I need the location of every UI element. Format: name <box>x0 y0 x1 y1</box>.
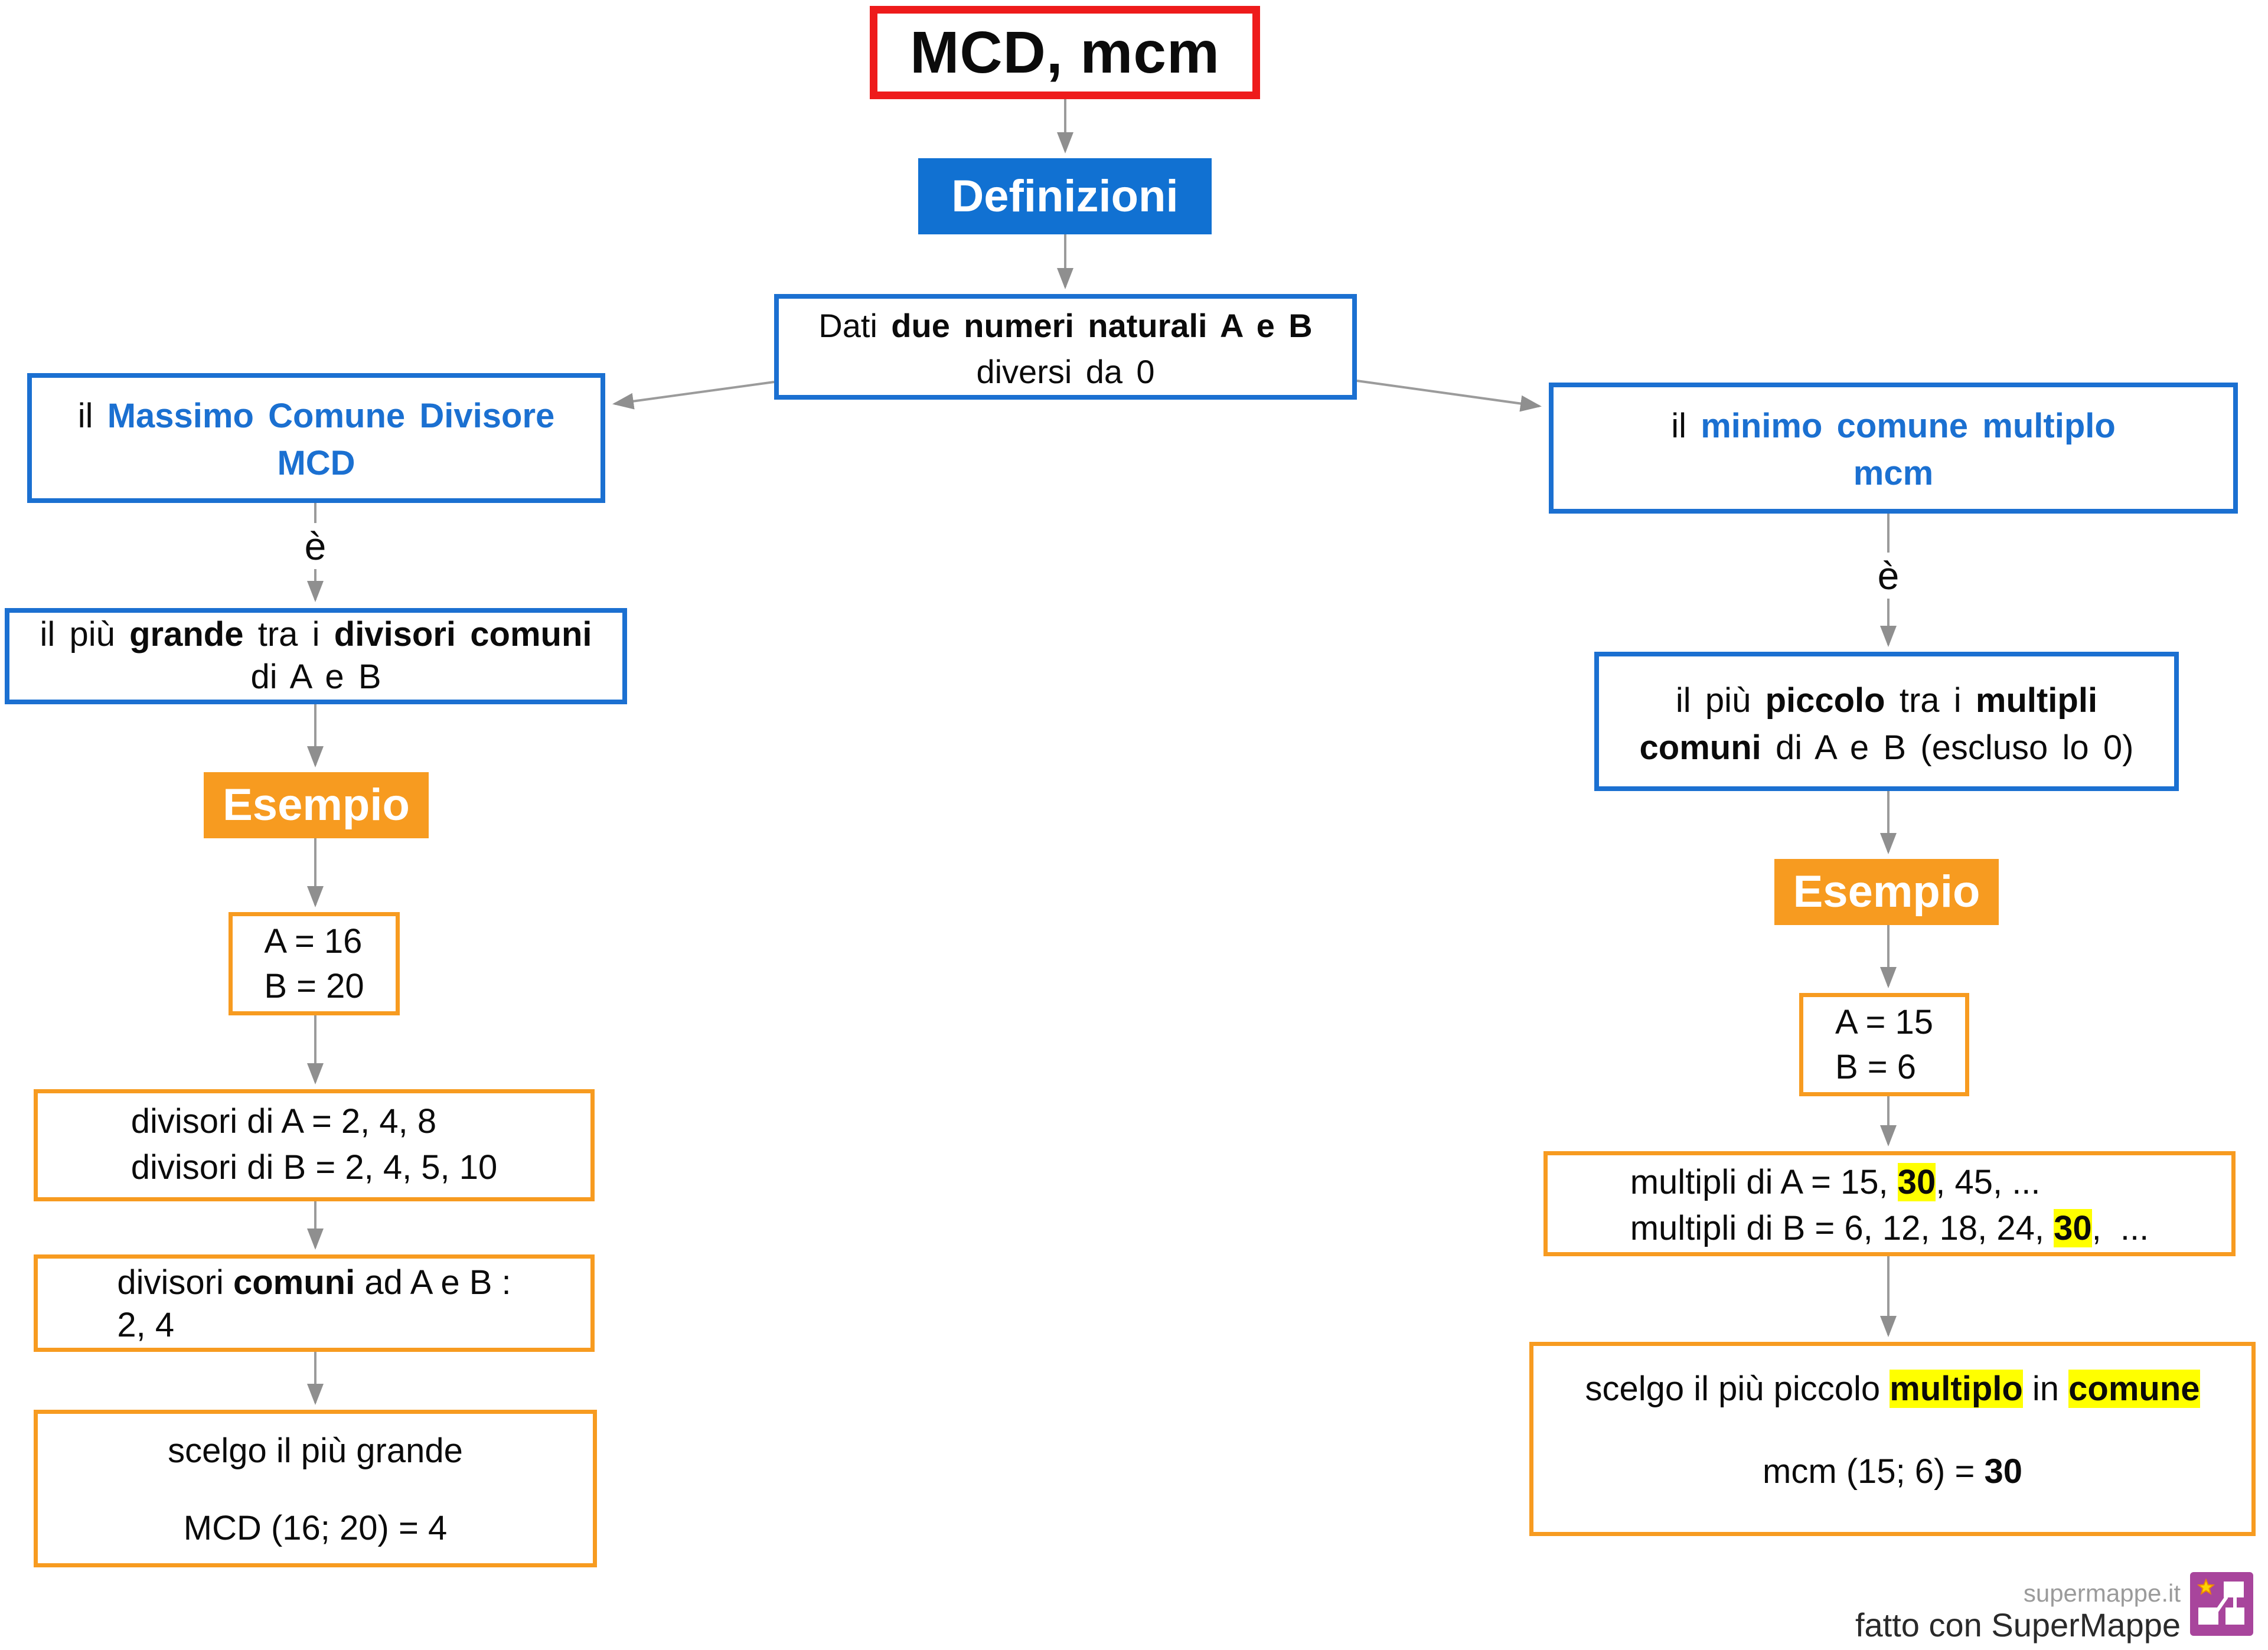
lcm-value-a: A = 15 <box>1835 1003 1934 1041</box>
lcm-example-badge: Esempio <box>1774 859 1999 925</box>
mcd-definition-line1: il più grande tra i divisori comuni <box>40 615 592 654</box>
mcd-result-box: scelgo il più grande MCD (16; 20) = 4 <box>34 1410 597 1567</box>
lcm-values-text: A = 15 B = 6 <box>1835 1000 1933 1090</box>
mcd-common-divisors-line2: 2, 4 <box>117 1306 175 1344</box>
lcm-concept-line1: il minimo comune multiplo <box>1671 407 2116 445</box>
lcm-result-line1: scelgo il più piccolo multiplo in comune <box>1585 1370 2200 1408</box>
mcd-result-line2: MCD (16; 20) = 4 <box>183 1509 448 1547</box>
mcd-example-badge: Esempio <box>204 772 429 838</box>
connector-label-e-right: è <box>1864 553 1913 599</box>
lcm-multiples-line1: multipli di A = 15, 30, 45, ... <box>1630 1163 2041 1201</box>
connector-label-e-left: è <box>291 523 340 569</box>
mcd-common-divisors-line1: divisori comuni ad A e B : <box>117 1263 511 1302</box>
lcm-definition-line1: il più piccolo tra i multipli <box>1675 681 2098 720</box>
supermappe-watermark: supermappe.it fatto con SuperMappe <box>1855 1580 2181 1644</box>
mcd-definition-box: il più grande tra i divisori comuni di A… <box>5 608 627 704</box>
mcd-values-box: A = 16 B = 20 <box>229 912 400 1015</box>
lcm-multiples-text: multipli di A = 15, 30, 45, ... multipli… <box>1630 1159 2149 1252</box>
definitions-badge-label: Definizioni <box>951 171 1179 221</box>
lcm-definition-line2: comuni di A e B (escluso lo 0) <box>1639 728 2134 767</box>
mcd-concept-line1: il Massimo Comune Divisore <box>77 397 555 435</box>
mcd-definition-line2: di A e B <box>250 658 381 696</box>
lcm-multiples-line2: multipli di B = 6, 12, 18, 24, 30, ... <box>1630 1209 2149 1247</box>
mcd-concept-box: il Massimo Comune Divisore MCD <box>27 373 605 503</box>
definitions-badge: Definizioni <box>918 158 1212 234</box>
supermappe-credit: fatto con SuperMappe <box>1855 1606 2181 1644</box>
lcm-result-line2: mcm (15; 6) = 30 <box>1763 1452 2022 1491</box>
mcd-divisors-line2: divisori di B = 2, 4, 5, 10 <box>130 1148 498 1187</box>
star-icon <box>2197 1578 2215 1595</box>
mcd-divisors-line1: divisori di A = 2, 4, 8 <box>130 1102 437 1141</box>
lcm-concept-box: il minimo comune multiplo mcm <box>1549 383 2238 514</box>
mcd-value-a: A = 16 <box>264 922 363 960</box>
lcm-concept-line2: mcm <box>1853 454 1934 492</box>
root-statement-line2: diversi da 0 <box>976 353 1155 390</box>
lcm-value-b: B = 6 <box>1835 1048 1916 1086</box>
supermappe-logo-icon <box>2190 1572 2253 1636</box>
mcd-value-b: B = 20 <box>264 967 364 1005</box>
lcm-multiples-box: multipli di A = 15, 30, 45, ... multipli… <box>1543 1151 2236 1256</box>
title-box: MCD, mcm <box>870 6 1260 99</box>
mcd-example-label: Esempio <box>223 780 410 830</box>
mcd-divisors-text: divisori di A = 2, 4, 8 divisori di B = … <box>131 1099 498 1191</box>
mcd-values-text: A = 16 B = 20 <box>264 919 364 1009</box>
mcd-result-line1: scelgo il più grande <box>168 1432 463 1470</box>
mcd-divisors-box: divisori di A = 2, 4, 8 divisori di B = … <box>34 1089 595 1201</box>
lcm-values-box: A = 15 B = 6 <box>1799 993 1969 1096</box>
mcd-common-divisors-box: divisori comuni ad A e B : 2, 4 <box>34 1254 595 1352</box>
lcm-example-label: Esempio <box>1793 867 1980 917</box>
root-statement-line1: Dati due numeri naturali A e B <box>818 307 1313 344</box>
mcd-common-divisors-text: divisori comuni ad A e B : 2, 4 <box>117 1262 511 1347</box>
lcm-result-box: scelgo il più piccolo multiplo in comune… <box>1529 1342 2256 1536</box>
lcm-definition-box: il più piccolo tra i multipli comuni di … <box>1594 652 2179 791</box>
mcd-concept-line2: MCD <box>277 444 355 482</box>
root-statement-box: Dati due numeri naturali A e B diversi d… <box>774 294 1357 400</box>
supermappe-site-url: supermappe.it <box>2023 1579 2181 1607</box>
page-title: MCD, mcm <box>910 19 1220 86</box>
